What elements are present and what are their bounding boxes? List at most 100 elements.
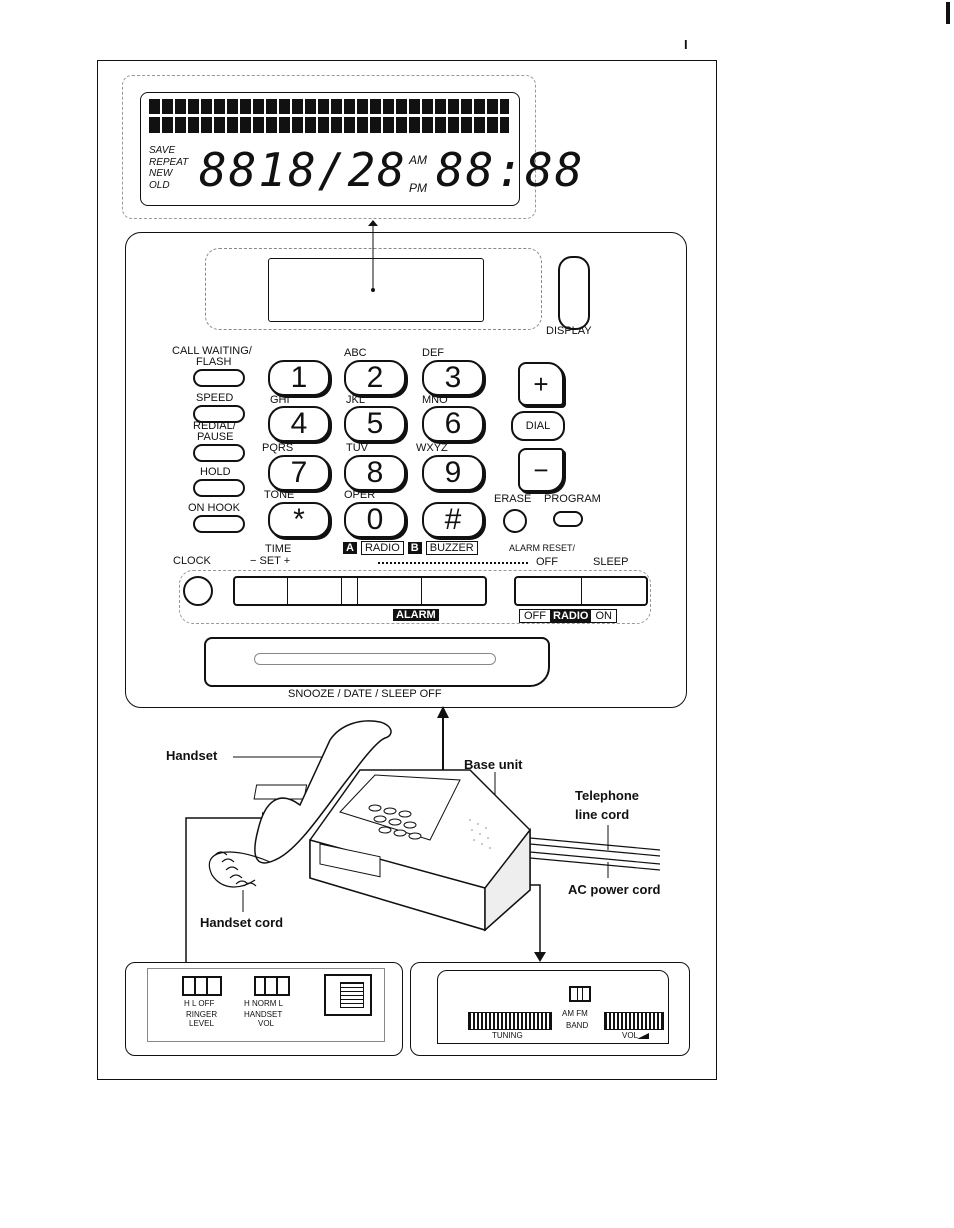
dial-button[interactable]: DIAL xyxy=(511,411,565,441)
ac-power-cord-callout: AC power cord xyxy=(568,882,661,897)
lcd-pm: PM xyxy=(409,181,427,195)
key-1[interactable]: 1 xyxy=(268,360,330,396)
dial-label: DIAL xyxy=(525,420,551,432)
lcd-status-words: SAVE REPEAT NEW OLD xyxy=(149,145,188,191)
clock-button[interactable] xyxy=(183,576,213,606)
key-3[interactable]: 3 xyxy=(422,360,484,396)
reset-sleep-bar xyxy=(514,576,648,606)
handset-positions: H NORM L xyxy=(244,999,284,1008)
key-0[interactable]: 0 xyxy=(344,502,406,538)
time-set-bar xyxy=(233,576,487,606)
key-4-letters: GHI xyxy=(270,394,290,406)
time-label: TIME xyxy=(265,543,292,555)
lcd-date: 8818/28 xyxy=(199,143,407,197)
tuning-label: TUNING xyxy=(492,1031,523,1040)
program-button[interactable] xyxy=(553,511,583,527)
handset-label-2: VOL xyxy=(258,1019,275,1028)
buzzer-mode-label: BUZZER xyxy=(425,541,478,555)
edge-mark xyxy=(946,2,950,24)
lcd-repeat: REPEAT xyxy=(149,156,189,168)
call-waiting-label: CALL WAITING/ xyxy=(172,345,252,357)
vol-label: VOL xyxy=(622,1031,639,1040)
right-side-panel xyxy=(410,962,690,1056)
lcd-time: 88:88 xyxy=(436,143,585,197)
switch-off: OFF xyxy=(524,610,546,622)
figure-frame xyxy=(97,60,717,1080)
snooze-label: SNOOZE / DATE / SLEEP OFF xyxy=(288,688,442,700)
redial-label: REDIAL/ xyxy=(193,420,236,432)
tuning-dial[interactable] xyxy=(468,1012,552,1030)
key-2[interactable]: 2 xyxy=(344,360,406,396)
key-8-letters: TUV xyxy=(346,442,368,454)
volume-ramp-icon xyxy=(637,1033,649,1039)
band-label: BAND xyxy=(566,1021,589,1030)
flash-label: FLASH xyxy=(196,356,232,368)
key-2-letters: ABC xyxy=(344,347,367,359)
ringer-positions: H L OFF xyxy=(184,999,215,1008)
key-7[interactable]: 7 xyxy=(268,455,330,491)
ringer-label-2: LEVEL xyxy=(189,1019,214,1028)
hold-label: HOLD xyxy=(200,466,231,478)
right-side-inset xyxy=(437,970,669,1044)
alarm-mode-labels: A RADIO B BUZZER xyxy=(343,541,478,555)
telephone-jack[interactable] xyxy=(324,974,372,1016)
lcd-am: AM xyxy=(409,153,427,167)
band-positions: AM FM xyxy=(562,1009,588,1018)
minus-button[interactable]: − xyxy=(518,448,564,492)
plus-button[interactable]: + xyxy=(518,362,564,406)
ringer-switch[interactable] xyxy=(182,976,222,996)
key-5[interactable]: 5 xyxy=(344,406,406,442)
key-6[interactable]: 6 xyxy=(422,406,484,442)
alarm-reset-button[interactable] xyxy=(516,578,582,604)
key-hash[interactable]: # xyxy=(422,502,484,538)
key-9[interactable]: 9 xyxy=(422,455,484,491)
key-3-letters: DEF xyxy=(422,347,444,359)
off-label: OFF xyxy=(536,556,558,568)
lcd-dot-matrix xyxy=(149,99,509,133)
left-side-inset xyxy=(147,968,385,1042)
key-4[interactable]: 4 xyxy=(268,406,330,442)
a-badge: A xyxy=(343,542,357,554)
set-label: − SET + xyxy=(250,555,291,567)
control-panel xyxy=(125,232,687,708)
speed-button[interactable] xyxy=(193,405,245,423)
set-divider xyxy=(342,578,359,604)
flash-button[interactable] xyxy=(193,369,245,387)
line-cord-callout: line cord xyxy=(575,807,630,822)
snooze-bar-inset xyxy=(254,653,496,665)
alarm-a-button[interactable] xyxy=(358,578,423,604)
handset-volume-switch[interactable] xyxy=(254,976,290,996)
ringer-label-1: RINGER xyxy=(186,1010,218,1019)
lcd-save: SAVE xyxy=(149,145,176,156)
alarm-badge: ALARM xyxy=(393,609,439,621)
base-unit-callout: Base unit xyxy=(464,757,523,772)
key-9-letters: WXYZ xyxy=(416,442,448,454)
alarm-reset-label: ALARM RESET/ xyxy=(509,543,576,553)
erase-label: ERASE xyxy=(494,493,532,505)
volume-dial[interactable] xyxy=(604,1012,664,1030)
key-0-letters: OPER xyxy=(344,489,376,501)
key-star[interactable]: * xyxy=(268,502,330,538)
key-7-letters: PQRS xyxy=(262,442,294,454)
lcd-new: NEW xyxy=(149,168,173,179)
radio-mode-label: RADIO xyxy=(360,541,404,555)
handset-cord-callout: Handset cord xyxy=(200,915,284,930)
button-row-outline xyxy=(179,570,651,624)
b-badge: B xyxy=(407,542,422,554)
page-marker: I xyxy=(684,37,688,52)
snooze-bar[interactable] xyxy=(204,637,550,687)
display-button[interactable] xyxy=(558,256,590,330)
redial-pause-button[interactable] xyxy=(193,444,245,462)
on-hook-label: ON HOOK xyxy=(188,502,240,514)
key-8[interactable]: 8 xyxy=(344,455,406,491)
band-switch[interactable] xyxy=(569,986,591,1002)
erase-button[interactable] xyxy=(503,509,527,533)
hold-button[interactable] xyxy=(193,479,245,497)
on-hook-button[interactable] xyxy=(193,515,245,533)
minute-button[interactable] xyxy=(288,578,342,604)
switch-radio: RADIO xyxy=(550,610,592,622)
program-label: PROGRAM xyxy=(544,493,601,505)
radio-switch[interactable]: OFF RADIO ON xyxy=(519,609,617,623)
hour-button[interactable] xyxy=(235,578,289,604)
